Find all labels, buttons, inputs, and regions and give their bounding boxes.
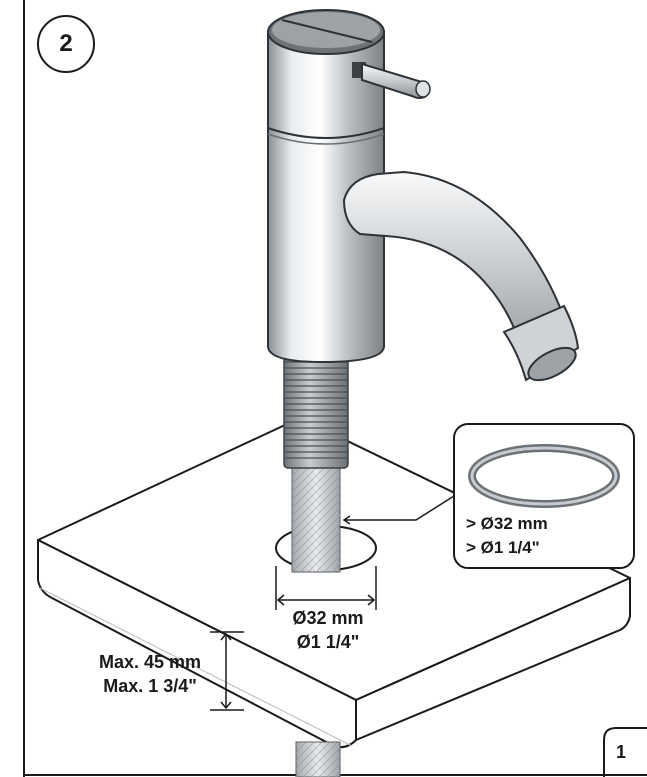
page-number-box — [603, 727, 647, 777]
thickness-dimension — [210, 631, 244, 711]
step-number-circle — [37, 15, 95, 73]
max-thickness-inch-label: Max. 1 3/4" — [103, 676, 197, 696]
callout-leader — [344, 495, 455, 521]
max-thickness-mm-label: Max. 45 mm — [98, 652, 202, 672]
page-number: 1 — [615, 742, 626, 762]
lever-handle — [352, 62, 431, 99]
spout — [343, 171, 580, 382]
washer-diameter-inch-label: > Ø1 1/4" — [466, 538, 540, 557]
hole-diameter-mm-label: Ø32 mm — [292, 608, 364, 628]
faucet-body — [267, 9, 385, 364]
step-number: 2 — [59, 30, 73, 57]
hole-diameter-inch-label: Ø1 1/4" — [296, 632, 360, 652]
washer-diameter-mm-label: > Ø32 mm — [466, 514, 548, 533]
hole-diameter-dimension — [275, 566, 377, 610]
washer-callout — [342, 423, 635, 569]
threaded-shank — [283, 355, 349, 469]
